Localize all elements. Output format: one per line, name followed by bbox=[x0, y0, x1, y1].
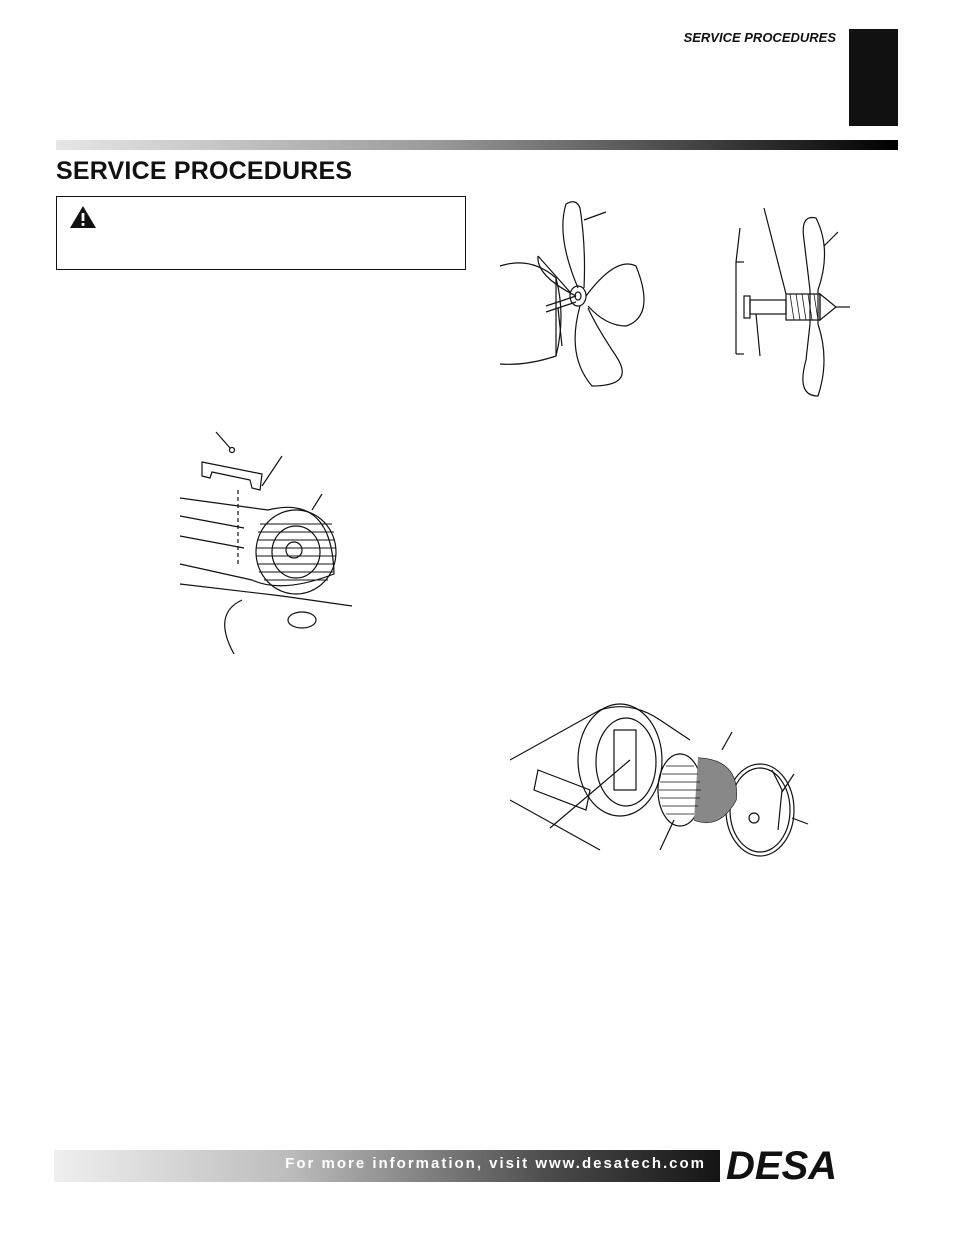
footer-info-bar: For more information, visit www.desatech… bbox=[54, 1150, 720, 1182]
warning-box bbox=[56, 196, 466, 270]
page-tab-marker bbox=[849, 29, 898, 126]
warning-triangle-icon bbox=[70, 206, 96, 228]
fan-blade-removal-figure bbox=[499, 201, 645, 387]
page-title: SERVICE PROCEDURES bbox=[56, 157, 353, 185]
header-section-label: SERVICE PROCEDURES bbox=[683, 30, 836, 45]
fan-blade-section-figure bbox=[735, 207, 850, 397]
footer-info-text: For more information, visit www.desatech… bbox=[285, 1155, 706, 1172]
desa-logo: DESA bbox=[726, 1147, 837, 1183]
desa-logo-text: DESA bbox=[726, 1147, 837, 1183]
heater-guard-removal-figure bbox=[179, 431, 352, 654]
filter-cover-exploded-figure bbox=[510, 703, 809, 857]
header-rule bbox=[56, 140, 898, 150]
